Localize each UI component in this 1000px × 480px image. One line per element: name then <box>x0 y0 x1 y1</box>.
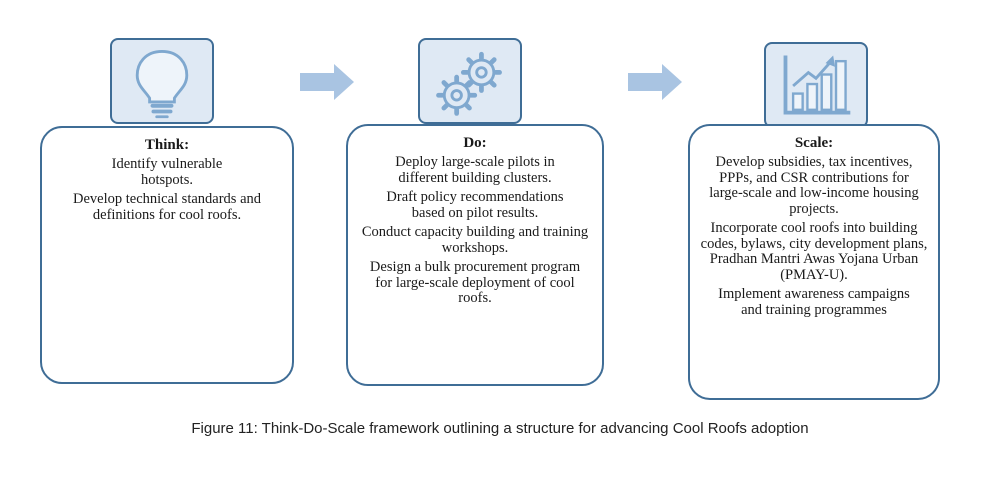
list-item: Conduct capacity building and training w… <box>361 224 589 256</box>
think-icon-box <box>110 38 214 124</box>
list-item: Design a bulk procurement program for la… <box>369 259 581 306</box>
think-card: Think: Identify vulnerable hotspots. Dev… <box>40 126 294 384</box>
list-item: Develop technical standards and definiti… <box>72 191 262 223</box>
think-item-list: Identify vulnerable hotspots. Develop te… <box>52 156 282 223</box>
scale-icon-box <box>764 42 868 128</box>
scale-item-list: Develop subsidies, tax incentives, PPPs,… <box>700 154 928 318</box>
scale-title: Scale: <box>794 135 834 151</box>
list-item: Deploy large-scale pilots in different b… <box>395 154 555 186</box>
arrow-think-to-do <box>300 64 354 100</box>
lightbulb-icon <box>135 50 189 119</box>
arrow-do-to-scale <box>628 64 682 100</box>
think-title: Think: <box>144 137 190 153</box>
scale-card: Scale: Develop subsidies, tax incentives… <box>688 124 940 400</box>
list-item: Implement awareness campaigns and traini… <box>718 286 910 318</box>
growth-chart-icon <box>783 55 851 115</box>
list-item: Incorporate cool roofs into building cod… <box>700 220 928 283</box>
list-item: Draft policy recommendations based on pi… <box>386 189 564 221</box>
do-icon-box <box>418 38 522 124</box>
list-item: Identify vulnerable hotspots. <box>111 156 223 188</box>
figure-caption: Figure 11: Think-Do-Scale framework outl… <box>191 420 809 437</box>
do-card: Do: Deploy large-scale pilots in differe… <box>346 124 604 386</box>
gears-icon <box>436 51 502 116</box>
list-item: Develop subsidies, tax incentives, PPPs,… <box>709 154 919 217</box>
do-item-list: Deploy large-scale pilots in different b… <box>358 154 592 307</box>
do-title: Do: <box>463 135 487 151</box>
